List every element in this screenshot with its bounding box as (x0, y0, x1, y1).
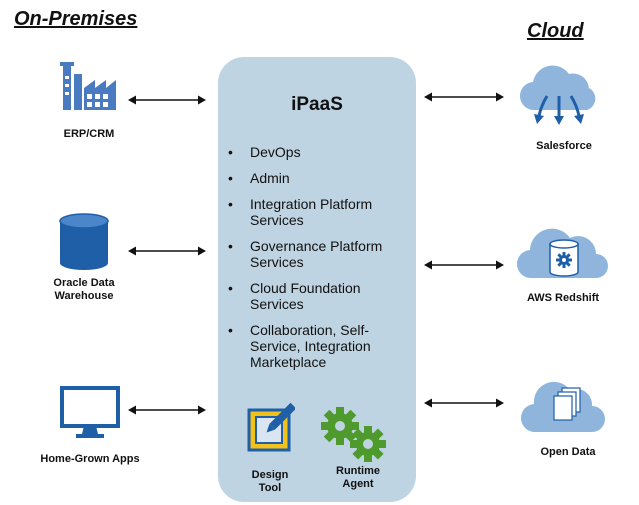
cloud-database-icon (516, 228, 608, 279)
on-premises-heading: On-Premises (14, 8, 138, 30)
apps-ipaas-arrow (128, 405, 206, 415)
ipaas-redshift-arrow (424, 260, 504, 270)
gears-icon (321, 407, 386, 462)
service-item-admin: Admin (224, 170, 410, 186)
service-item-governance-platform: Governance Platform Services (224, 238, 410, 270)
cloud-documents-icon (520, 381, 605, 433)
open-data-label: Open Data (540, 446, 596, 458)
home-grown-apps-label: Home-Grown Apps (40, 453, 140, 465)
erp-ipaas-arrow (128, 95, 206, 105)
aws-redshift-label: AWS Redshift (526, 292, 600, 304)
cloud-heading: Cloud (527, 20, 584, 42)
monitor-icon (60, 386, 120, 438)
service-item-integration-platform: Integration Platform Services (224, 196, 410, 228)
database-cylinder-icon (59, 213, 109, 270)
ipaas-title: iPaaS (291, 94, 343, 115)
erp-crm-label: ERP/CRM (63, 128, 115, 140)
ipaas-salesforce-arrow (424, 92, 504, 102)
service-item-cloud-foundation: Cloud Foundation Services (224, 280, 410, 312)
design-tool-icon (247, 402, 295, 452)
factory-icon (60, 62, 116, 110)
oracle-data-warehouse-label: Oracle Data Warehouse (53, 277, 115, 302)
design-tool-label: Design Tool (251, 469, 289, 494)
salesforce-label: Salesforce (536, 140, 592, 152)
ipaas-opendata-arrow (424, 398, 504, 408)
cloud-download-icon (519, 65, 596, 125)
ipaas-service-list: DevOps Admin Integration Platform Servic… (224, 144, 410, 380)
runtime-agent-label: Runtime Agent (336, 465, 380, 490)
service-item-collaboration: Collaboration, Self-Service, Integration… (224, 322, 410, 370)
warehouse-ipaas-arrow (128, 246, 206, 256)
service-item-devops: DevOps (224, 144, 410, 160)
